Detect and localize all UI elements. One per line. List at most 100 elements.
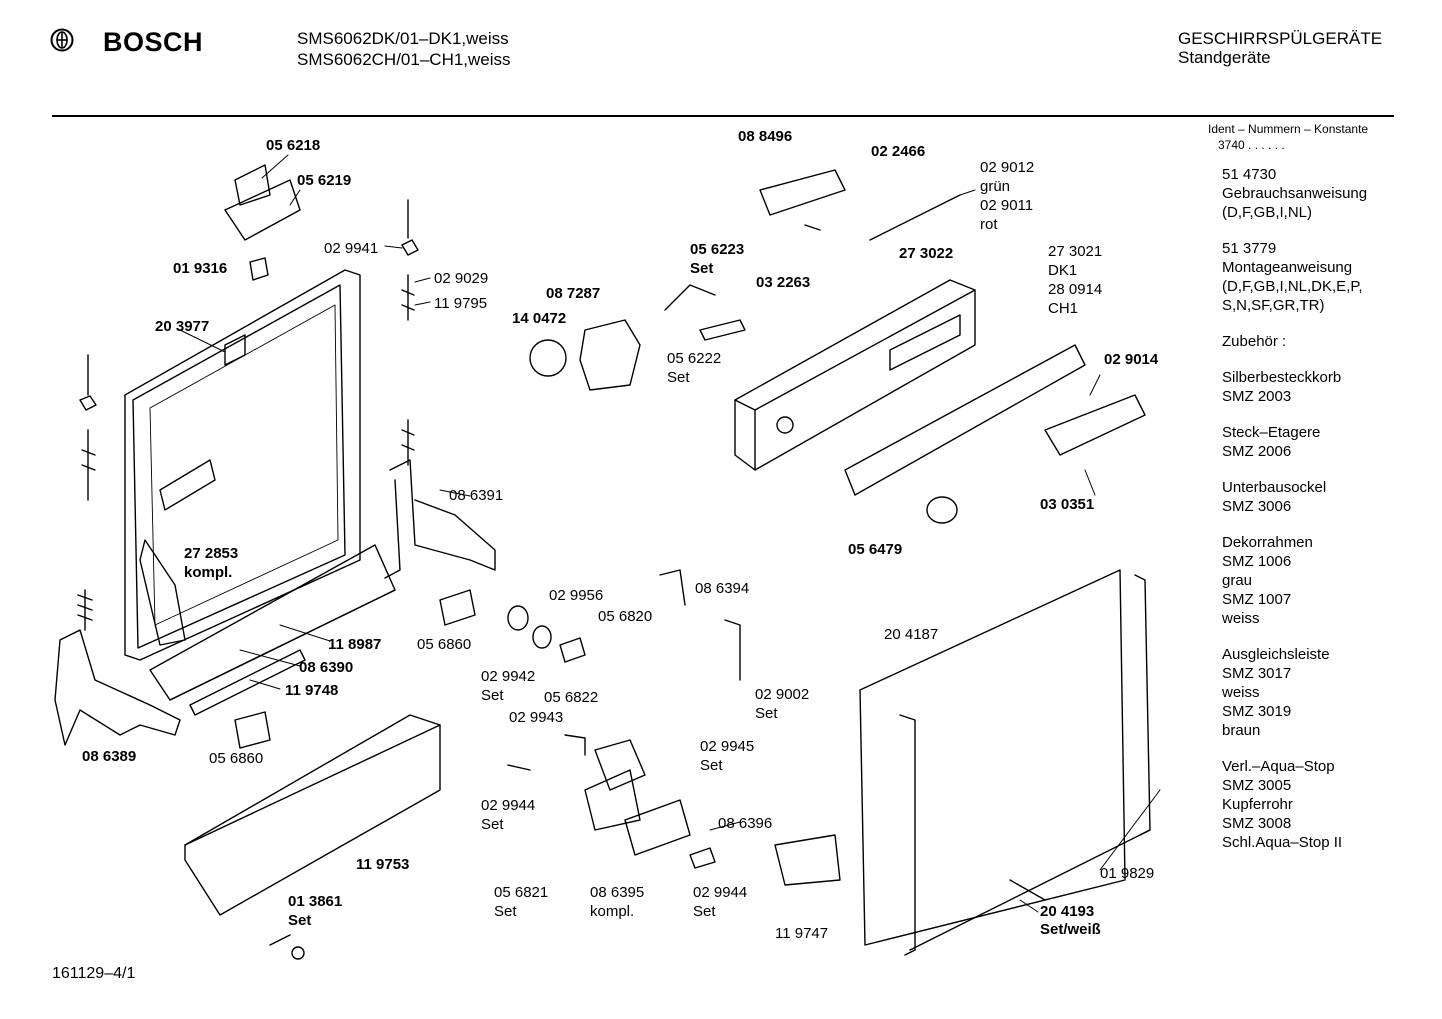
part-label: 11 9747 xyxy=(775,925,829,942)
accessory-line: SMZ 3017 xyxy=(1222,665,1292,682)
part-label: Set xyxy=(494,903,517,920)
part-label: 20 3977 xyxy=(155,318,210,335)
accessory-line: 51 4730 xyxy=(1222,166,1277,183)
accessory-line: grau xyxy=(1222,572,1253,589)
accessory-line: (D,F,GB,I,NL) xyxy=(1222,204,1313,221)
accessory-line: weiss xyxy=(1222,684,1260,701)
part-label: 05 6822 xyxy=(544,689,599,706)
ident-heading: Ident – Nummern – Konstante xyxy=(1208,122,1369,136)
accessory-line: SMZ 1006 xyxy=(1222,553,1292,570)
part-label: 02 9944 xyxy=(481,797,536,814)
part-label: Set xyxy=(667,369,690,386)
part-label: 11 9795 xyxy=(434,295,488,312)
part-label: 02 9944 xyxy=(693,884,748,901)
accessory-line: weiss xyxy=(1222,610,1260,627)
accessory-line: Unterbausockel xyxy=(1222,479,1327,496)
brand-name: BOSCH xyxy=(103,27,204,57)
knob-05-6479 xyxy=(926,496,958,524)
part-label: 08 6396 xyxy=(718,815,773,832)
bracket-05-6219 xyxy=(224,179,301,241)
panel-strip-27-3021 xyxy=(844,344,1086,496)
accessories-list: 51 4730 Gebrauchsanweisung (D,F,GB,I,NL)… xyxy=(1222,165,1367,852)
inner-door-panel xyxy=(124,269,361,661)
part-label: 02 2466 xyxy=(871,143,926,160)
accessory-line: braun xyxy=(1222,722,1261,739)
part-label: kompl. xyxy=(590,903,635,920)
part-label: 05 6821 xyxy=(494,884,549,901)
bracket-05-6218 xyxy=(234,164,271,206)
block-05-6860-b xyxy=(234,711,271,749)
hinge-bracket-right xyxy=(384,199,496,579)
accessory-line: 51 3779 xyxy=(1222,240,1277,257)
part-label: 01 3861 xyxy=(288,893,343,910)
bosch-logo-icon xyxy=(50,28,74,52)
accessory-line: Silberbesteckkorb xyxy=(1222,369,1342,386)
part-label: Set xyxy=(700,757,723,774)
part-label: 08 6390 xyxy=(299,659,354,676)
screw-03-2263 xyxy=(804,224,821,231)
part-label: 05 6860 xyxy=(209,750,264,767)
model-line-2: SMS6062CH/01–CH1,weiss xyxy=(297,50,511,69)
part-label: 27 3022 xyxy=(899,245,954,262)
accessory-line: SMZ 1007 xyxy=(1222,591,1292,608)
accessory-line: Ausgleichsleiste xyxy=(1222,646,1330,663)
part-label: rot xyxy=(980,216,998,233)
accessory-line: SMZ 3005 xyxy=(1222,777,1292,794)
part-label: 08 6395 xyxy=(590,884,645,901)
accessory-line: SMZ 2006 xyxy=(1222,443,1292,460)
part-label: 05 6219 xyxy=(297,172,352,189)
ident-value: 3740 . . . . . . xyxy=(1218,138,1285,152)
accessory-line: Schl.Aqua–Stop II xyxy=(1222,834,1343,851)
part-label: 11 8987 xyxy=(328,636,382,653)
part-label: 11 9748 xyxy=(285,682,339,699)
accessory-line: SMZ 3019 xyxy=(1222,703,1292,720)
part-label: 05 6479 xyxy=(848,541,903,558)
document-number: 161129–4/1 xyxy=(52,965,136,982)
block-05-6860-a xyxy=(439,589,476,626)
accessory-line: Dekorrahmen xyxy=(1222,534,1313,551)
part-label: 08 6389 xyxy=(82,748,137,765)
accessory-line: Gebrauchsanweisung xyxy=(1222,185,1368,202)
part-label: Set xyxy=(288,912,312,929)
part-label: 02 9014 xyxy=(1104,351,1159,368)
accessory-line: S,N,SF,GR,TR) xyxy=(1222,297,1325,314)
part-label: 08 6391 xyxy=(449,487,504,504)
accessory-line: Verl.–Aqua–Stop xyxy=(1222,758,1335,775)
part-label: CH1 xyxy=(1048,300,1079,317)
model-line-1: SMS6062DK/01–DK1,weiss xyxy=(297,29,509,48)
screw-01-3861 xyxy=(269,934,291,946)
part-label: 03 2263 xyxy=(756,274,811,291)
part-label: 05 6222 xyxy=(667,350,722,367)
part-label: grün xyxy=(980,178,1011,195)
part-label: Set xyxy=(755,705,778,722)
part-label: 08 8496 xyxy=(738,128,793,145)
part-label: 02 9012 xyxy=(980,159,1035,176)
part-label: 08 6394 xyxy=(695,580,750,597)
part-label: DK1 xyxy=(1048,262,1078,279)
part-label: 02 9943 xyxy=(509,709,564,726)
part-label: 01 9829 xyxy=(1100,865,1155,882)
aqua-stop-parts xyxy=(507,569,841,886)
part-label: 05 6218 xyxy=(266,137,321,154)
part-label: 08 7287 xyxy=(546,285,601,302)
wire-02-2466 xyxy=(869,194,961,241)
push-buttons-03-0351 xyxy=(1044,394,1146,456)
accessory-line: SMZ 3008 xyxy=(1222,815,1292,832)
accessory-line: Montageanweisung xyxy=(1222,259,1353,276)
part-label: 14 0472 xyxy=(512,310,567,327)
part-label: 05 6820 xyxy=(598,608,653,625)
part-label: 03 0351 xyxy=(1040,496,1095,513)
part-label: 02 9002 xyxy=(755,686,810,703)
part-label: 20 4193 xyxy=(1040,903,1095,920)
accessory-line: (D,F,GB,I,NL,DK,E,P, xyxy=(1222,278,1363,295)
cap-01-3861 xyxy=(291,946,305,960)
part-label: 20 4187 xyxy=(884,626,939,643)
kick-plate xyxy=(184,714,441,916)
part-label: 05 6223 xyxy=(690,241,745,258)
accessory-line: Zubehör : xyxy=(1222,333,1287,350)
control-panel xyxy=(734,279,976,471)
part-label: 27 2853 xyxy=(184,545,239,562)
hinge-left xyxy=(54,354,181,746)
part-label: 02 9942 xyxy=(481,668,536,685)
